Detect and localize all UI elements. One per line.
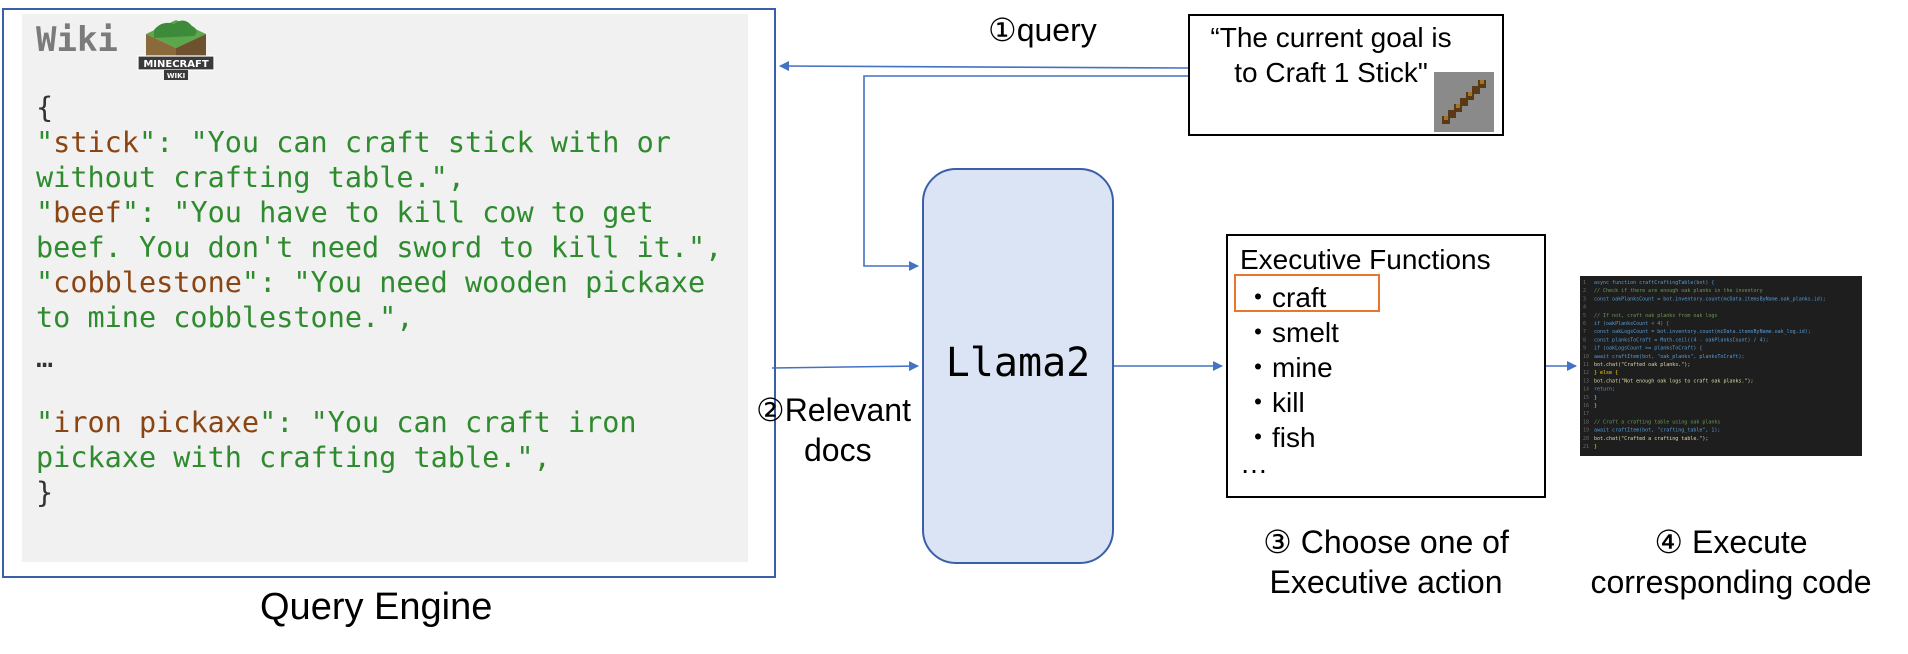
code-line-number: 19 <box>1583 428 1589 434</box>
code-line: await craftItem(bot, "crafting_table", 1… <box>1594 428 1720 434</box>
goal-text: “The current goal is to Craft 1 Stick" <box>1210 22 1452 88</box>
code-line: await craftItem(bot, "oak_planks", plank… <box>1594 354 1745 360</box>
execute-caption-line2: corresponding code <box>1590 564 1872 600</box>
code-line: } <box>1594 444 1597 450</box>
doc-value: "You have to kill cow to get <box>173 196 654 229</box>
exec-item-smelt: ・smelt <box>1244 317 1339 348</box>
query-arrow <box>779 61 1189 72</box>
minecraft-wiki-logo: MINECRAFT WIKI <box>137 20 215 80</box>
code-line-number: 10 <box>1583 354 1589 360</box>
doc-entry-stick-cont: without crafting table.", <box>36 161 465 194</box>
code-line: bot.chat("Not enough oak logs to craft o… <box>1594 378 1754 384</box>
code-line-number: 12 <box>1583 370 1589 376</box>
code-line: async function craftCraftingTable(bot) { <box>1594 280 1714 286</box>
code-line: bot.chat("Crafted oak planks."); <box>1594 362 1690 368</box>
code-line: const planksToCraft = Math.ceil((4 - oak… <box>1594 337 1769 343</box>
code-line-number: 18 <box>1583 419 1589 425</box>
code-ellipsis: … <box>36 341 54 374</box>
code-line-number: 20 <box>1583 436 1589 442</box>
exec-item-ellipsis: … <box>1240 448 1268 479</box>
exec-item-craft: ・craft <box>1244 282 1327 313</box>
code-line: // Craft a crafting table using oak plan… <box>1594 419 1720 425</box>
executive-functions-box <box>1226 234 1546 498</box>
logo-wordmark: MINECRAFT <box>143 59 208 70</box>
doc-key: beef <box>53 196 122 229</box>
doc-key: cobblestone <box>53 266 242 299</box>
code-line: if (oakPlanksCount < 4) { <box>1594 321 1669 327</box>
code-line: if (oakLogsCount >= planksToCraft) { <box>1594 346 1702 352</box>
execute-caption-line1: ④ Execute <box>1654 524 1808 560</box>
code-screenshot: 1 async function craftCraftingTable(bot) … <box>1580 276 1862 456</box>
craft-highlight <box>1234 274 1380 312</box>
doc-value: "You need wooden pickaxe <box>293 266 706 299</box>
code-line-number: 9 <box>1583 346 1586 352</box>
code-line: bot.chat("Crafted a crafting table."); <box>1594 436 1708 442</box>
code-line-number: 11 <box>1583 362 1589 368</box>
choose-caption-line2: Executive action <box>1269 564 1503 600</box>
code-line: return; <box>1594 387 1615 393</box>
logo-sub-wordmark: WIKI <box>167 72 185 80</box>
goal-to-llm-arrow <box>863 75 1188 271</box>
code-line-number: 8 <box>1583 337 1586 343</box>
code-line-number: 3 <box>1583 296 1586 302</box>
code-line-number: 5 <box>1583 313 1586 319</box>
stick-item-icon <box>1434 72 1494 132</box>
code-line: const oakPlanksCount = bot.inventory.cou… <box>1594 296 1826 302</box>
doc-entry-stick: "stick": "You can craft stick with or <box>36 126 671 159</box>
doc-entry-beef: "beef": "You have to kill cow to get <box>36 196 654 229</box>
code-close-brace: } <box>36 476 54 509</box>
choose-caption-line1: ③ Choose one of <box>1263 524 1509 560</box>
relevant-docs-label-line1: ②Relevant <box>756 392 911 428</box>
relevant-docs-label-line2: docs <box>804 432 872 468</box>
query-engine-frame <box>2 8 776 578</box>
code-line-number: 1 <box>1583 280 1586 286</box>
executive-functions-title: Executive Functions <box>1240 244 1491 275</box>
code-line: } else { <box>1594 370 1618 376</box>
code-line-number: 7 <box>1583 329 1586 335</box>
exec-item-mine: ・mine <box>1244 352 1333 383</box>
doc-entry-beef-cont: beef. You don't need sword to kill it.", <box>36 231 723 264</box>
code-line: } <box>1594 395 1597 401</box>
doc-value: "You can craft iron <box>310 406 637 439</box>
query-engine-label: Query Engine <box>260 586 493 628</box>
code-line-number: 15 <box>1583 395 1589 401</box>
query-engine-background <box>22 14 748 562</box>
query-step-label: ①query <box>988 12 1097 48</box>
doc-entry-iron-pickaxe-cont: pickaxe with crafting table.", <box>36 441 551 474</box>
code-line-number: 13 <box>1583 378 1589 384</box>
wiki-title: Wiki <box>36 20 118 60</box>
code-line-number: 6 <box>1583 321 1586 327</box>
doc-entry-cobblestone-cont: to mine cobblestone.", <box>36 301 414 334</box>
exec-item-kill: ・kill <box>1244 387 1305 418</box>
code-line-number: 17 <box>1583 411 1589 417</box>
llm-box <box>922 168 1114 564</box>
doc-entry-cobblestone: "cobblestone": "You need wooden pickaxe <box>36 266 706 299</box>
exec-item-fish: ・fish <box>1244 422 1316 453</box>
code-line-number: 21 <box>1583 444 1589 450</box>
docs-arrow <box>771 361 919 372</box>
code-line: } <box>1594 403 1597 409</box>
code-open-brace: { <box>36 91 54 124</box>
code-line: // Check if there are enough oak planks … <box>1594 288 1763 294</box>
code-line: // If not, craft oak planks from oak log… <box>1594 313 1717 319</box>
goal-box <box>1188 14 1504 136</box>
code-line-number: 14 <box>1583 387 1589 393</box>
llm-label: Llama2 <box>945 340 1091 386</box>
code-line-number: 4 <box>1583 305 1586 311</box>
doc-value: "You can craft stick with or <box>190 126 671 159</box>
doc-key: stick <box>53 126 139 159</box>
doc-entry-iron-pickaxe: "iron pickaxe": "You can craft iron <box>36 406 637 439</box>
code-line: const oakLogsCount = bot.inventory.count… <box>1594 329 1811 335</box>
code-line-number: 16 <box>1583 403 1589 409</box>
code-line-number: 2 <box>1583 288 1586 294</box>
doc-key: iron pickaxe <box>53 406 260 439</box>
